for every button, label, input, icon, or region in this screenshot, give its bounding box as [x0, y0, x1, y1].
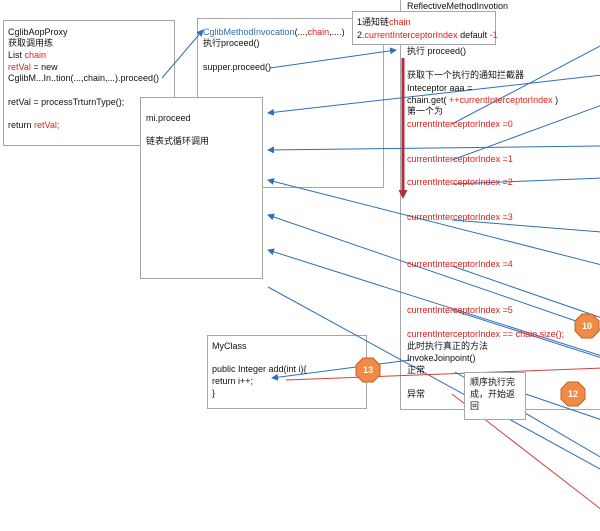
- myclass-line3: }: [212, 388, 216, 398]
- step-badge-10-label: 10: [581, 321, 592, 331]
- arrow-return-3: [267, 178, 600, 266]
- step-badge-13-label: 13: [362, 365, 373, 375]
- arrow-myclass-to-normal: [285, 367, 600, 381]
- step-badge-13-icon: [355, 357, 381, 383]
- reflective-real: 此时执行真正的方法: [407, 341, 489, 351]
- line-index-4: [451, 265, 600, 318]
- return-note-line1: 顺序执行完: [470, 377, 516, 387]
- return-note-line3: 回: [470, 401, 480, 411]
- arrow-return-1: [267, 74, 600, 116]
- reflective-idx1: currentInterceptorIndex =1: [407, 154, 513, 164]
- cglib-proxy-line3: retVal = new: [8, 62, 58, 72]
- reflective-exec: 执行 proceed(): [407, 46, 467, 56]
- mi-line1: mi.proceed: [146, 113, 191, 123]
- arrow-return-4: [267, 213, 600, 330]
- cglib-proxy-line5: retVal = processTrturnType();: [8, 97, 125, 107]
- cglib-invocation-line2: supper.proceed(): [203, 62, 272, 72]
- reflective-normal: 正常: [407, 365, 426, 375]
- arrow-invoke-to-myclass: [271, 359, 411, 381]
- cglib-proxy-line1: 获取调用练: [8, 38, 54, 48]
- line-index-2: [451, 177, 600, 185]
- cglib-proxy-line6: return retVal;: [8, 120, 60, 130]
- cglib-invocation-title: CglibMethodInvocation(...,chain,....): [203, 27, 345, 37]
- cglib-invocation-line1: 执行proceed(): [203, 38, 260, 48]
- line-index-0: [451, 45, 600, 125]
- line-diagonal-a: [267, 286, 600, 470]
- reflective-get-next: 获取下一个执行的通知拦截器: [407, 70, 525, 80]
- arrow-super-to-reflective: [269, 47, 397, 69]
- step-badge-10-icon: [574, 313, 600, 339]
- reflective-idx2: currentInterceptorIndex =2: [407, 177, 513, 187]
- reflective-title: ReflectiveMethodInvotion: [407, 1, 509, 11]
- step-badge-12-icon: [560, 381, 586, 407]
- reflective-invoke: InvokeJoinpoint(): [407, 353, 476, 363]
- reflective-idx-end: currentInterceptorIndex == chain.size();: [407, 329, 565, 339]
- return-note-box: [464, 372, 526, 420]
- mi-box: [140, 97, 263, 279]
- line-index-1: [451, 105, 600, 161]
- line-index-5: [451, 309, 600, 358]
- reflective-idx0: currentInterceptorIndex =0: [407, 119, 513, 129]
- step-badge-12-label: 12: [567, 389, 578, 399]
- cglib-proxy-line4: CglibM...In..tion(...,chain,...).proceed…: [8, 73, 160, 83]
- notice-line2: 2.currentInterceptorIndex default -1: [357, 30, 498, 40]
- reflective-idx4: currentInterceptorIndex =4: [407, 259, 513, 269]
- line-index-3: [451, 219, 600, 233]
- reflective-first: 第一个为: [407, 106, 444, 116]
- reflective-box: [400, 0, 600, 410]
- myclass-line1: public Integer add(int i){: [212, 364, 307, 374]
- notice-line1: 1通知链chain: [357, 17, 411, 27]
- arrow-return-5: [267, 248, 600, 356]
- reflective-inter: Inteceptor aaa =: [407, 83, 473, 93]
- return-note-line2: 成，开始返: [470, 389, 516, 399]
- cglib-proxy-title: CglibAopProxy: [8, 27, 68, 37]
- reflective-chain: chain.get( ++currentInterceptorIndex ): [407, 95, 559, 105]
- reflective-abnormal: 异常: [407, 389, 426, 399]
- mi-line2: 链表式循环调用: [146, 136, 210, 146]
- myclass-title: MyClass: [212, 341, 247, 351]
- arrow-return-2: [267, 145, 600, 154]
- arrow-proxy-to-invocation: [161, 29, 204, 79]
- cglib-proxy-line2: List chain: [8, 50, 47, 60]
- reflective-idx5: currentInterceptorIndex =5: [407, 305, 513, 315]
- myclass-line2: return i++;: [212, 376, 254, 386]
- reflective-idx3: currentInterceptorIndex =3: [407, 212, 513, 222]
- notice-box: [352, 11, 496, 45]
